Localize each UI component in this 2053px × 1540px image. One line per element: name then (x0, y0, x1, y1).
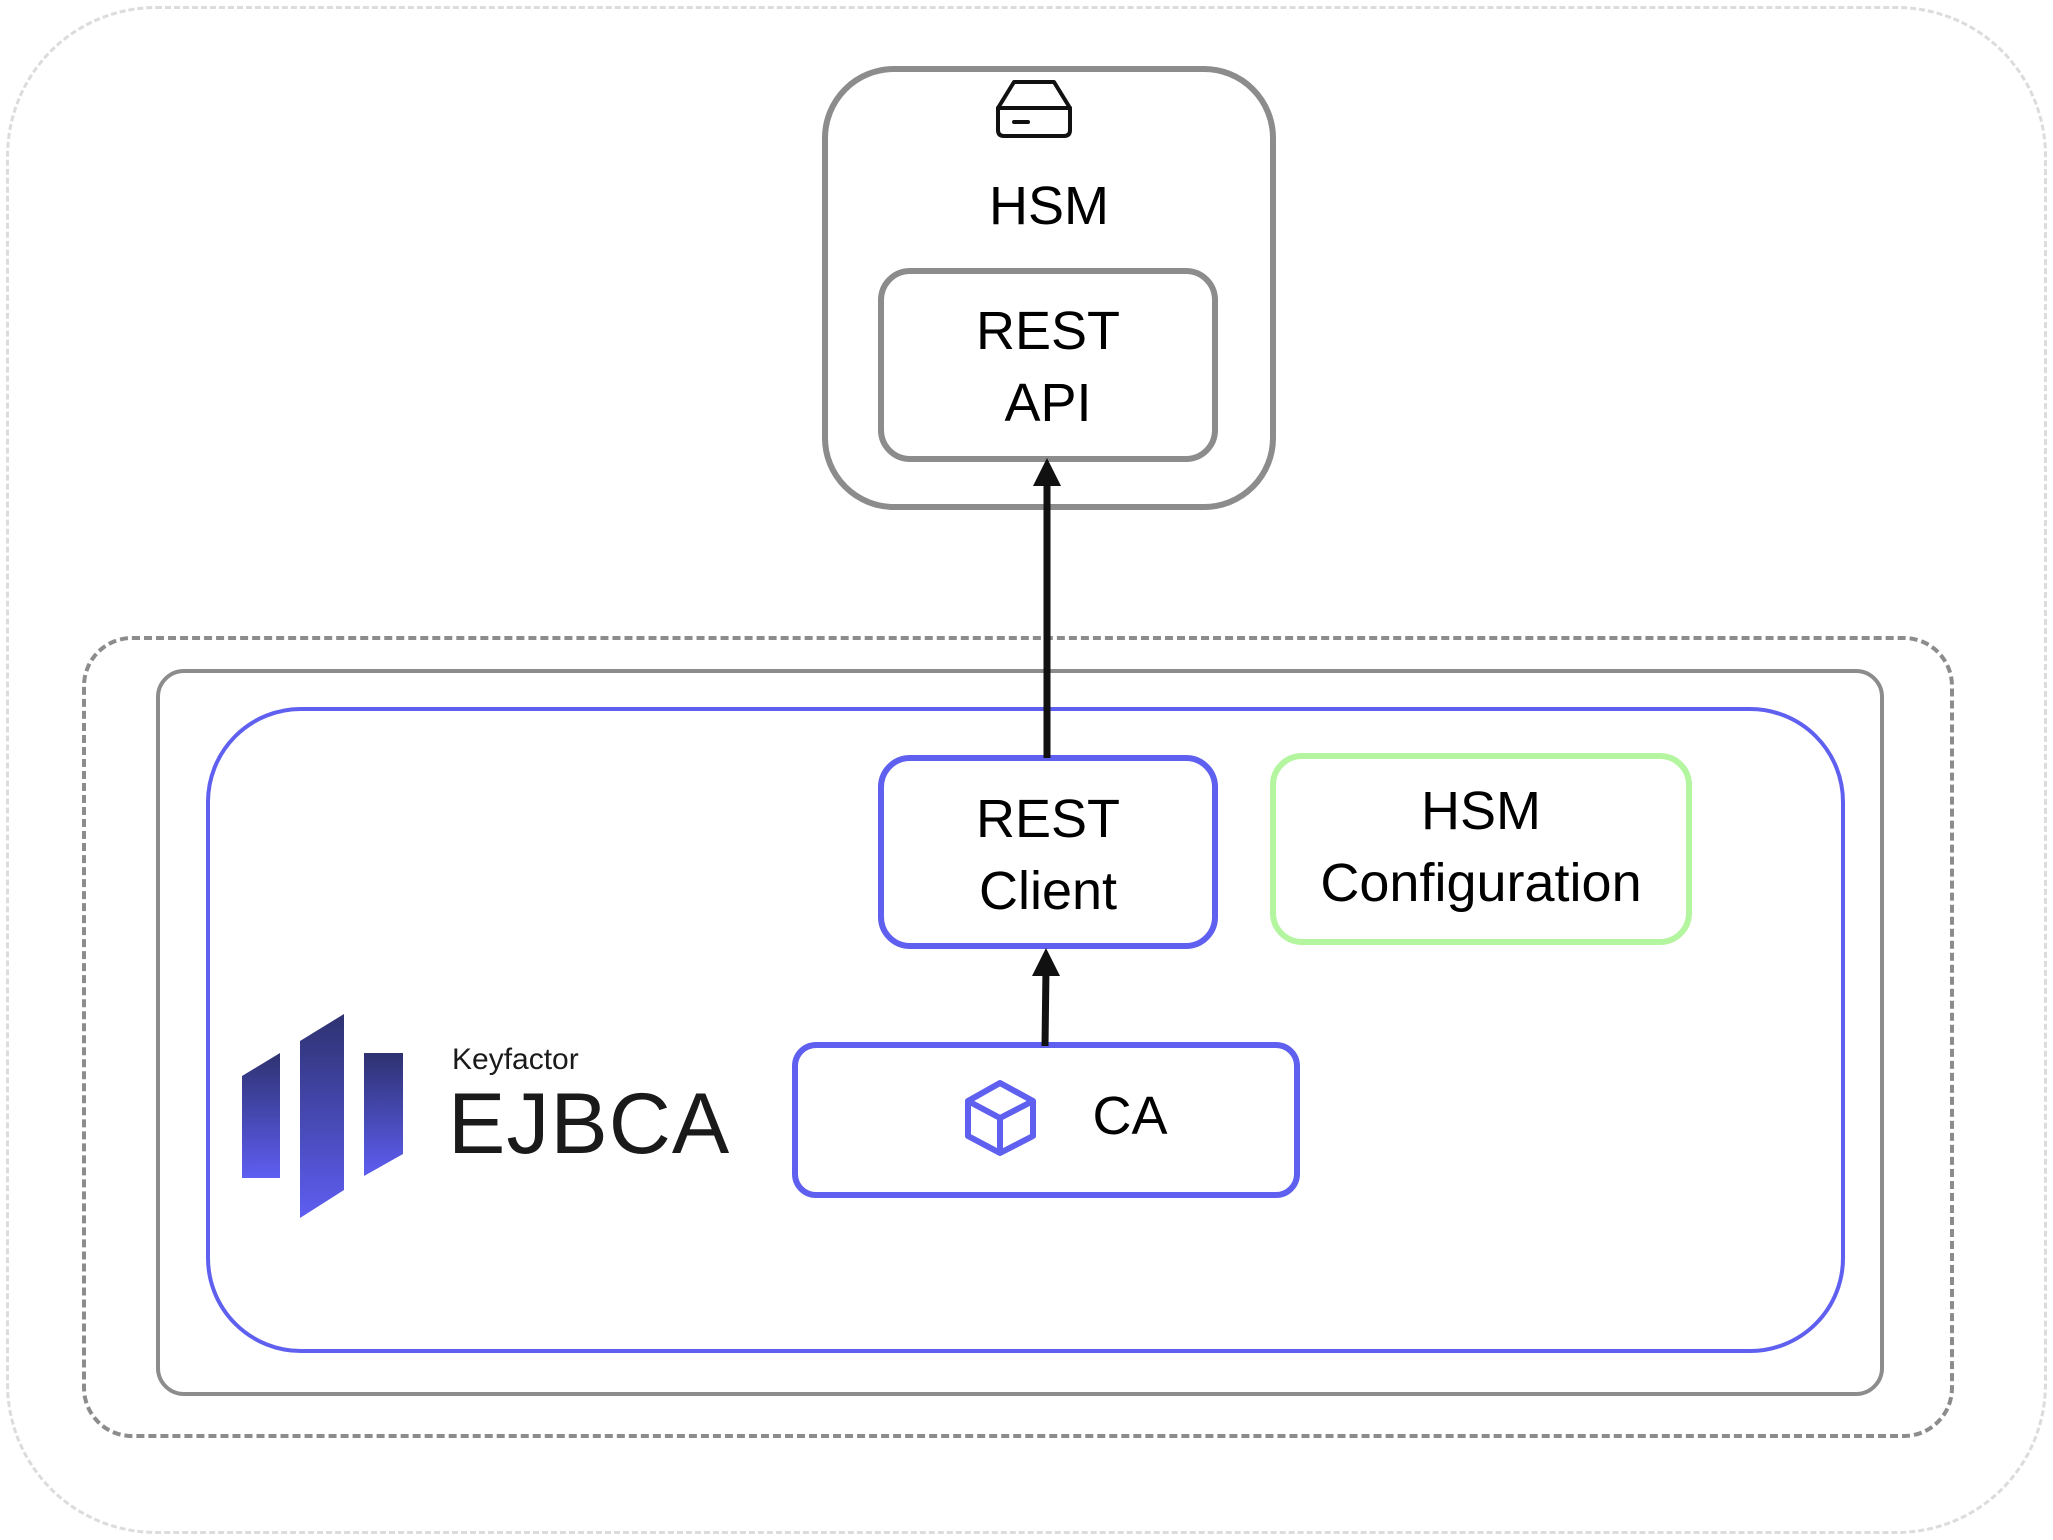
rest-api-line-1: REST (975, 301, 1121, 361)
hsm-configuration-label: HSM Configuration (1270, 775, 1692, 919)
outer-boundary (6, 6, 2047, 1534)
ca-label: CA (1092, 1086, 1168, 1146)
rest-client-line-1: REST (975, 789, 1121, 849)
hsm-configuration-line-1: HSM (1421, 781, 1541, 841)
hsm-configuration-line-2: Configuration (1320, 853, 1642, 913)
hsm-title: HSM (989, 176, 1109, 236)
rest-client-box (878, 755, 1218, 949)
logo-brand-text: Keyfactor (452, 1043, 579, 1076)
rest-client-label: REST Client (878, 783, 1218, 927)
rest-api-line-2: API (1004, 373, 1092, 433)
rest-client-line-2: Client (978, 861, 1118, 921)
deployment-boundary (82, 636, 1954, 1438)
hsm-configuration-box (1270, 753, 1692, 945)
ejbca-container (206, 707, 1845, 1353)
logo-product-text: EJBCA (448, 1076, 731, 1172)
rest-api-label: REST API (878, 295, 1218, 439)
server-container (156, 669, 1884, 1396)
ca-box (792, 1042, 1300, 1198)
